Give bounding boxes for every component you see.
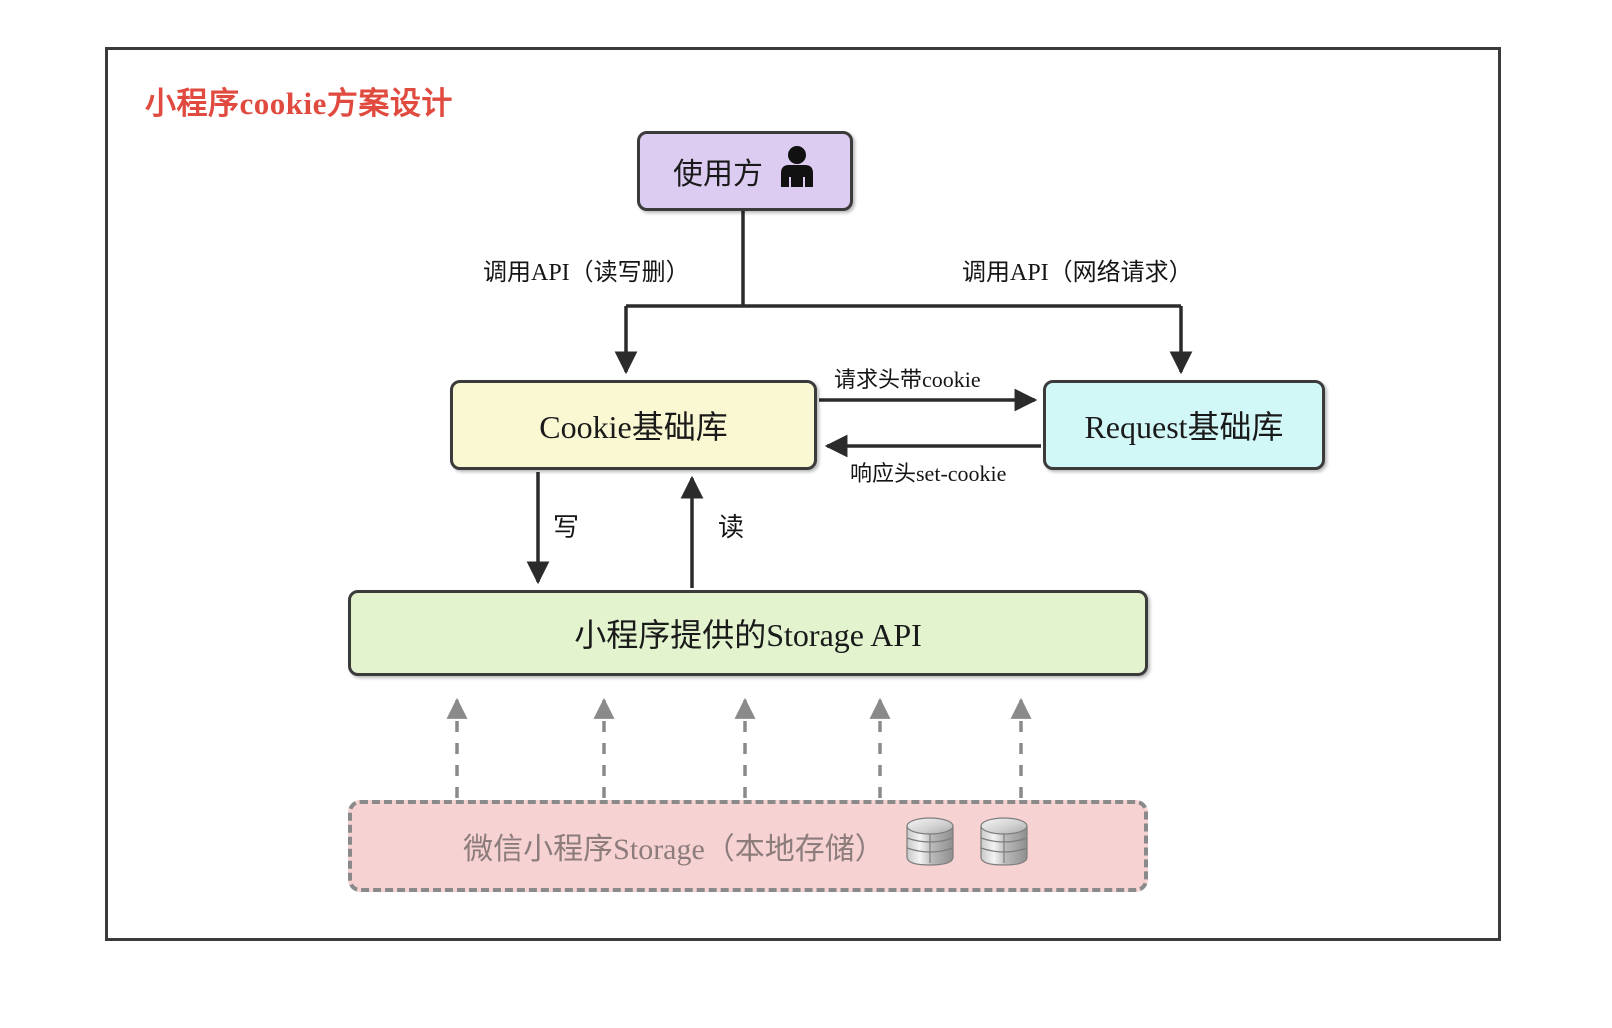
node-storage-api[interactable]: 小程序提供的Storage API — [348, 590, 1148, 676]
node-request-library[interactable]: Request基础库 — [1043, 380, 1325, 470]
database-icon-secondary — [975, 813, 1033, 879]
person-icon — [777, 145, 817, 197]
edge-label-request-header-cookie: 请求头带cookie — [834, 367, 981, 392]
edge-label-write: 写 — [553, 513, 580, 542]
page-title: 小程序cookie方案设计 — [145, 86, 453, 121]
node-wechat-storage[interactable]: 微信小程序Storage（本地存储） — [348, 800, 1148, 892]
node-consumer[interactable]: 使用方 — [637, 131, 853, 211]
node-storage-api-label: 小程序提供的Storage API — [574, 617, 922, 653]
node-cookie-library[interactable]: Cookie基础库 — [450, 380, 817, 470]
node-wechat-storage-label: 微信小程序Storage（本地存储） — [463, 833, 885, 866]
database-icon — [901, 813, 959, 879]
edge-label-api-network-request: 调用API（网络请求） — [962, 260, 1193, 286]
node-cookie-library-label: Cookie基础库 — [539, 409, 728, 445]
node-request-library-label: Request基础库 — [1084, 409, 1284, 445]
node-consumer-label: 使用方 — [673, 158, 763, 191]
edge-label-read: 读 — [718, 513, 745, 542]
edge-label-response-set-cookie: 响应头set-cookie — [850, 461, 1007, 486]
edge-label-api-read-write-delete: 调用API（读写删） — [483, 260, 690, 286]
